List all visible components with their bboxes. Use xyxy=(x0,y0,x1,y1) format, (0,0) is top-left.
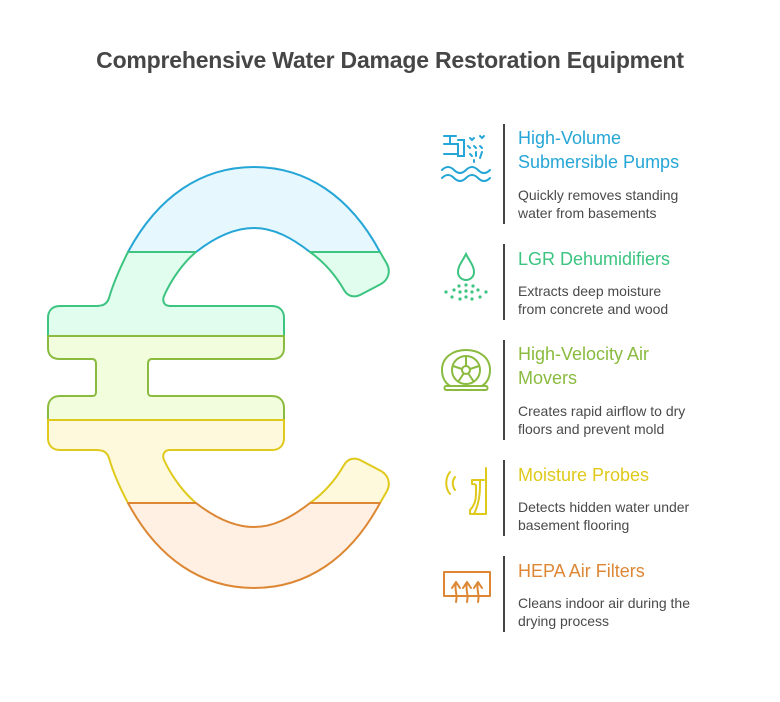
item-heading: LGR Dehumidifiers xyxy=(518,247,670,271)
item-heading: Moisture Probes xyxy=(518,463,649,487)
page-title: Comprehensive Water Damage Restoration E… xyxy=(96,47,684,73)
euro-symbol-graphic xyxy=(47,166,390,589)
pump-water-icon xyxy=(441,135,491,182)
desc-line: Detects hidden water under xyxy=(518,499,690,515)
moisture-probe-icon xyxy=(445,467,487,515)
item-heading: High-Volume Submersible Pumps xyxy=(518,126,679,174)
desc-line: floors and prevent mold xyxy=(518,421,665,437)
euro-band-yellow xyxy=(47,419,285,504)
item-description: Cleans indoor air during the drying proc… xyxy=(518,594,690,630)
euro-tip-top-right xyxy=(309,251,390,298)
item-divider xyxy=(503,340,505,440)
equipment-item-pumps: High-Volume Submersible Pumps Quickly re… xyxy=(440,124,760,224)
equipment-item-moisture-probes: Moisture Probes Detects hidden water und… xyxy=(440,460,760,536)
item-description: Extracts deep moisture from concrete and… xyxy=(518,282,668,318)
item-heading: HEPA Air Filters xyxy=(518,559,645,583)
desc-line: Quickly removes standing xyxy=(518,187,679,203)
item-description: Detects hidden water under basement floo… xyxy=(518,498,689,534)
item-divider xyxy=(503,556,505,632)
heading-line: Movers xyxy=(518,368,578,388)
item-divider xyxy=(503,244,505,320)
euro-band-green xyxy=(47,251,285,337)
euro-tip-bottom-right xyxy=(309,457,390,504)
item-divider xyxy=(503,124,505,224)
euro-band-blue xyxy=(127,166,381,253)
desc-line: basement flooring xyxy=(518,517,630,533)
euro-band-lime xyxy=(47,335,285,421)
desc-line: Extracts deep moisture xyxy=(518,283,662,299)
item-description: Quickly removes standing water from base… xyxy=(518,186,678,222)
heading-line: Moisture Probes xyxy=(518,465,650,485)
item-divider xyxy=(503,460,505,536)
desc-line: from concrete and wood xyxy=(518,301,669,317)
heading-line: HEPA Air Filters xyxy=(518,561,645,581)
desc-line: water from basements xyxy=(518,205,657,221)
desc-line: drying process xyxy=(518,613,610,629)
equipment-item-air-movers: High-Velocity Air Movers Creates rapid a… xyxy=(440,340,760,440)
equipment-item-dehumidifiers: LGR Dehumidifiers Extracts deep moisture… xyxy=(440,244,760,320)
desc-line: Cleans indoor air during the xyxy=(518,595,690,611)
heading-line: LGR Dehumidifiers xyxy=(518,249,671,269)
item-description: Creates rapid airflow to dry floors and … xyxy=(518,402,685,438)
heading-line: High-Volume xyxy=(518,128,622,148)
heading-line: Submersible Pumps xyxy=(518,152,680,172)
desc-line: Creates rapid airflow to dry xyxy=(518,403,686,419)
equipment-item-hepa-filters: HEPA Air Filters Cleans indoor air durin… xyxy=(440,556,760,632)
air-mover-fan-icon xyxy=(441,349,491,391)
water-drop-icon xyxy=(444,251,488,301)
euro-band-orange xyxy=(127,502,381,589)
heading-line: High-Velocity Air xyxy=(518,344,650,364)
air-filter-icon xyxy=(443,571,491,603)
item-heading: High-Velocity Air Movers xyxy=(518,342,649,390)
